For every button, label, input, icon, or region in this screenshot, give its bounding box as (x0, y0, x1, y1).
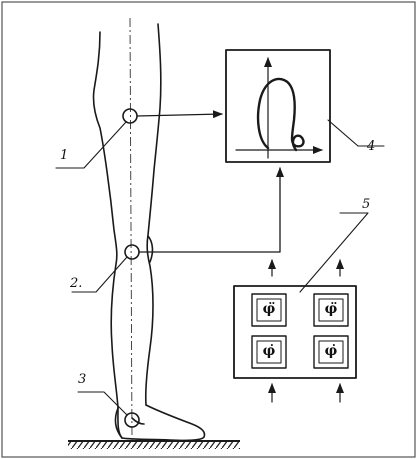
callout-label-3: 3 (78, 372, 87, 387)
angular-acceleration-symbol: φ̈ (324, 301, 338, 317)
module-cells (251, 293, 349, 369)
signal-arrow-sensor1 (136, 110, 223, 119)
callout-label-5: 5 (362, 197, 371, 212)
computing-module-box (233, 285, 357, 379)
phase-plot (235, 57, 323, 159)
callout-label-1: 1 (60, 148, 69, 163)
sensor-3-circle (124, 412, 140, 428)
callout-leaders (55, 119, 385, 416)
ground-surface (68, 440, 240, 449)
angular-velocity-symbol: φ̇ (324, 343, 338, 359)
module-input-arrows (268, 259, 344, 403)
display-unit-box (225, 49, 331, 163)
callout-label-4: 4 (367, 139, 376, 154)
limb-axis-line (129, 17, 133, 441)
angular-acceleration-symbol: φ̈ (262, 301, 276, 317)
signal-arrow-sensor2 (138, 167, 284, 253)
callout-label-2: 2. (70, 276, 83, 291)
leg-outline (92, 23, 206, 442)
angular-velocity-symbol: φ̇ (262, 343, 276, 359)
